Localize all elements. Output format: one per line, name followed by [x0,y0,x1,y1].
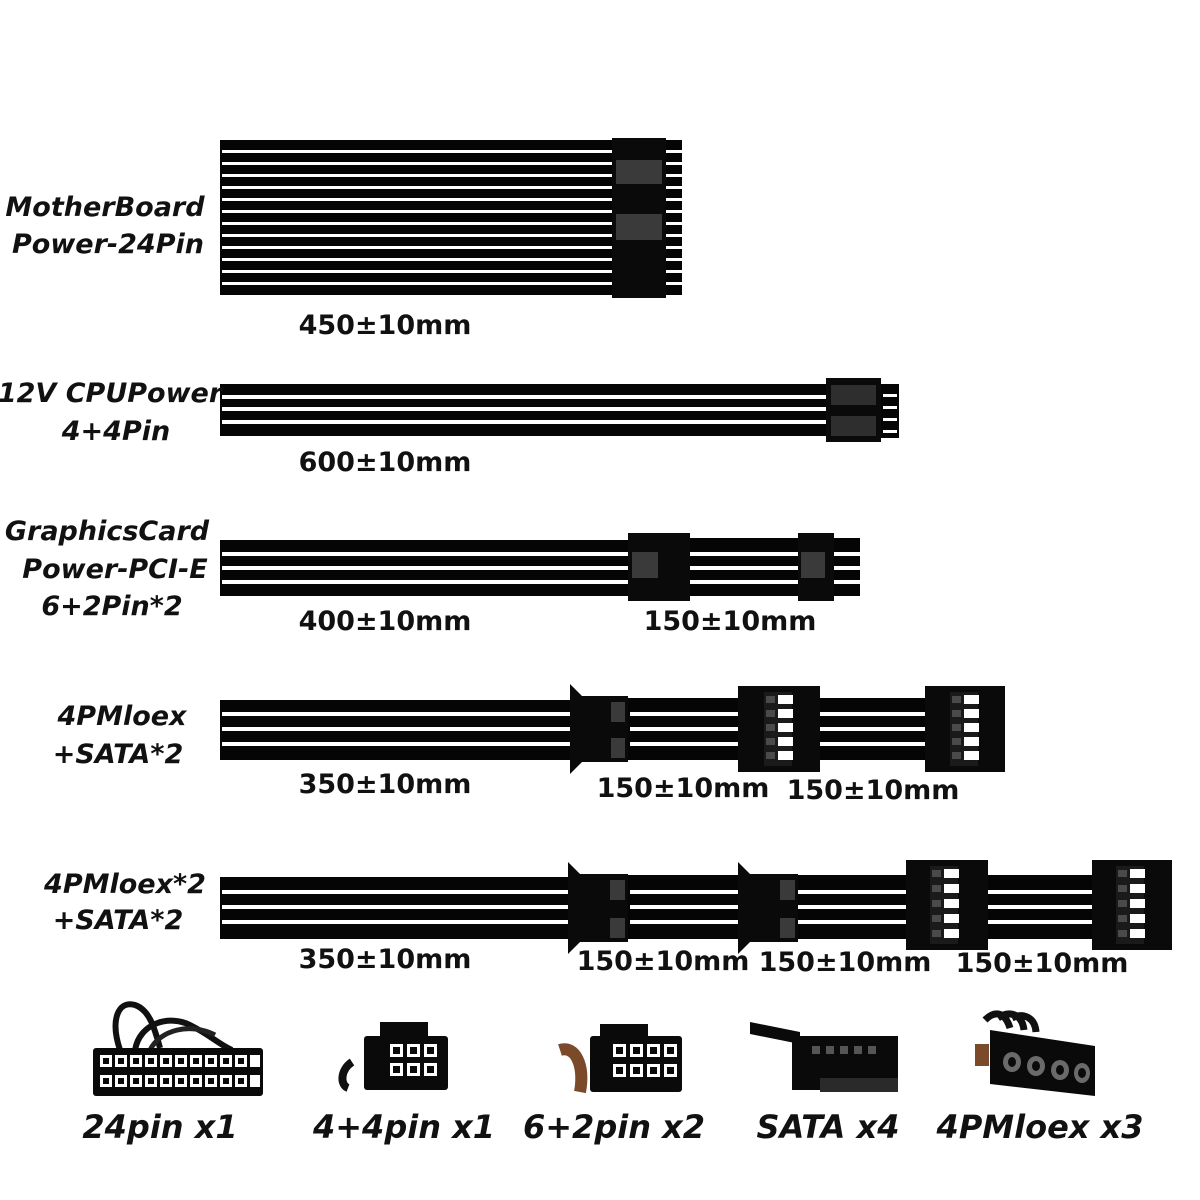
cable-length-label: 350±10mm [299,769,472,800]
cable-length-label: 450±10mm [299,310,472,341]
molex-connector [738,862,798,954]
cable-label-line: 6+2Pin*2 [41,591,182,622]
molex-connector [570,684,628,774]
cable-pcie-6plus2pin: GraphicsCard Power-PCI-E 6+2Pin*2 400±10… [5,516,860,637]
cable-label-line: 4PMloex [57,701,189,732]
cable-length-label: 150±10mm [759,947,932,978]
cable-length-label: 400±10mm [299,606,472,637]
sata-connector [925,686,1005,772]
sata-connector [906,860,988,950]
connector-thumbnail-sata: SATA x4 [750,1022,899,1146]
atx-24pin-connector-icon [93,1001,263,1096]
cable-label-line: MotherBoard [5,192,205,223]
connector-thumbnail-24pin: 24pin x1 [82,1001,263,1146]
molex-4pin-connector-icon [975,1010,1095,1096]
sata-power-connector-icon [750,1022,898,1092]
cable-label-line: +SATA*2 [53,739,184,770]
pcie-6plus2-connector [798,533,834,601]
cable-wires [220,698,928,760]
cable-label-line: GraphicsCard [5,516,210,547]
cable-cpu-4plus4pin: 12V CPUPower 4+4Pin 600±10mm [0,378,899,478]
cable-length-label: 150±10mm [956,948,1129,979]
cable-length-label: 150±10mm [787,775,960,806]
cable-wires [220,140,683,295]
cable-wires [220,875,1095,939]
atx-24pin-connector [612,138,666,298]
eps-4plus4-connector-icon [338,1022,448,1092]
connector-thumbnail-molex: 4PMloex x3 [936,1010,1144,1146]
connector-thumbnail-4plus4pin: 4+4pin x1 [312,1022,495,1146]
connector-thumbnail-6plus2pin: 6+2pin x2 [523,1024,705,1146]
cable-molex2-sata: 4PMloex*2 +SATA*2 350±10mm 150±10mm 150±… [43,860,1172,979]
molex-connector [568,862,628,954]
cable-label-line: Power-24Pin [12,229,204,260]
connector-caption: 24pin x1 [82,1108,237,1146]
cable-label-line: 4PMloex*2 [43,869,206,900]
connector-caption: 4+4pin x1 [312,1108,495,1146]
cable-length-label: 150±10mm [577,946,750,977]
connector-caption: 6+2pin x2 [523,1108,705,1146]
cable-motherboard-24pin: MotherBoard Power-24Pin 450±10mm [5,138,683,341]
pcie-6plus2-connector [628,533,690,601]
cable-label-line: 4+4Pin [61,416,170,447]
cable-molex-sata: 4PMloex +SATA*2 350±10mm 150±10mm 150±10… [53,684,1005,806]
cable-wires [220,384,830,436]
cable-length-label: 150±10mm [644,606,817,637]
sata-connector [1092,860,1172,950]
pcie-6plus2-connector-icon [558,1024,682,1094]
cable-length-label: 150±10mm [597,773,770,804]
connector-caption: 4PMloex x3 [936,1108,1144,1146]
connector-caption: SATA x4 [757,1108,900,1146]
eps-4plus4-connector [826,378,899,442]
cable-label-line: Power-PCI-E [22,554,208,585]
sata-connector [738,686,820,772]
cable-label-line: 12V CPUPower [0,378,224,409]
cable-wires [220,538,860,596]
cable-label-line: +SATA*2 [53,905,184,936]
cable-length-label: 600±10mm [299,447,472,478]
cable-length-label: 350±10mm [299,944,472,975]
